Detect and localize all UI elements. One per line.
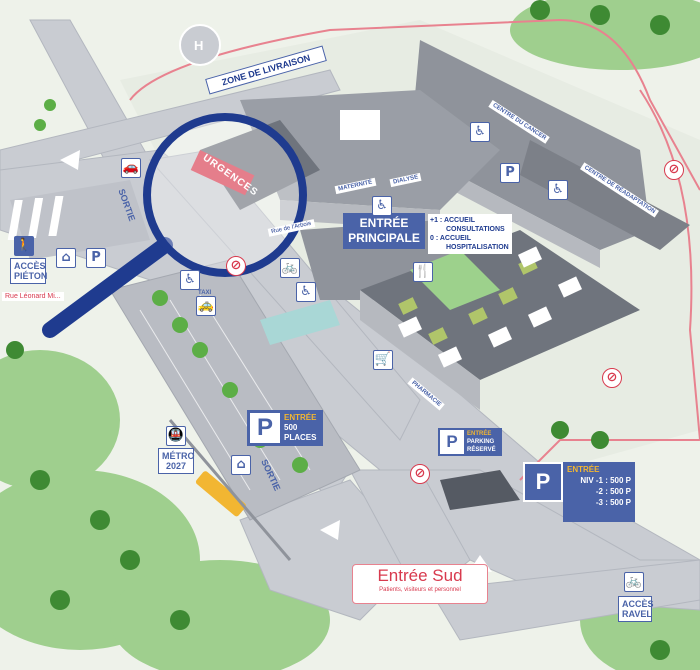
metro-line2: 2027 (165, 461, 187, 471)
parking-reserve-sign: P ENTRÉE PARKING RÉSERVÉ (438, 428, 502, 456)
parking-main-p-icon: P (250, 413, 280, 443)
magnifier-icon (42, 113, 307, 338)
restaurant-icon: 🍴 (413, 262, 433, 282)
parking-main-line1: ENTRÉE (284, 413, 317, 422)
parking-icon-small: P (86, 248, 106, 268)
metro-sign: MÉTRO 2027 (158, 448, 195, 474)
entree-principale-sign: ENTRÉE PRINCIPALE (343, 213, 425, 249)
metro-line1: MÉTRO (162, 451, 195, 461)
entree-principale-line2: PRINCIPALE (348, 231, 420, 245)
parking-main-sign: P ENTRÉE 500 PLACES (247, 410, 323, 446)
taxi-label: TAXI (198, 290, 212, 296)
parking-main-text: ENTRÉE 500 PLACES (284, 413, 316, 443)
info-line-4: HOSPITALISATION (446, 244, 509, 251)
toll-lanes (7, 196, 64, 240)
bicycle-icon: 🚲 (280, 258, 300, 278)
acces-ravel-line2: RAVEL (622, 609, 652, 619)
entree-principale-line1: ENTRÉE (359, 216, 409, 230)
no-entry-icon-2: ⊘ (664, 160, 684, 180)
acces-ravel-line1: ACCÈS (622, 599, 654, 609)
parking-shelter-icon: ⌂ (56, 248, 76, 268)
parking-reserve-line3: RÉSERVÉ (467, 447, 496, 453)
parking-levels-panel: ENTRÉE NIV -1 : 500 P -2 : 500 P -3 : 50… (563, 462, 635, 522)
rue-leonard-label: Rue Léonard Mi... (2, 292, 64, 301)
no-entry-icon-4: ⊘ (410, 464, 430, 484)
trees (6, 0, 670, 660)
parking-reserve-line2: PARKING (467, 439, 495, 445)
parking-level-2: -2 : 500 P (595, 487, 631, 496)
taxi-icon: 🚕 (196, 296, 216, 316)
helipad-h: H (194, 38, 203, 53)
parking-reserve-icon: P (440, 430, 464, 454)
entree-sud-title: Entrée Sud (377, 566, 463, 585)
parking-reserve-line1: ENTRÉE (467, 431, 492, 437)
accessible-icon-3: ♿ (548, 180, 568, 200)
metro-icon: 🚇 (166, 426, 186, 446)
accessible-parking-icon: ♿ (180, 270, 200, 290)
no-entry-icon-1: ⊘ (226, 256, 246, 276)
parking-level-1: NIV -1 : 500 P (580, 476, 631, 485)
pedestrian-icon: 🚶 (14, 236, 34, 256)
car-icon: 🚗 (121, 158, 141, 178)
accessible-icon-2: ♿ (372, 196, 392, 216)
metro-tram (195, 471, 246, 517)
shopping-cart-icon: 🛒 (373, 350, 393, 370)
info-line-2: CONSULTATIONS (446, 226, 505, 233)
rail-line (168, 419, 292, 561)
entree-principale-info: +1 : ACCUEIL CONSULTATIONS 0 : ACCUEIL H… (428, 214, 512, 254)
parking-levels-icon: P (523, 462, 563, 502)
parking-shelter-icon-2: ⌂ (231, 455, 251, 475)
parking-reserve-text: ENTRÉE PARKING RÉSERVÉ (467, 430, 496, 454)
acces-pieton-line2: PIÉTON (14, 271, 48, 281)
parking-main-line2: 500 (284, 423, 298, 432)
parking-levels-sign: P ENTRÉE NIV -1 : 500 P -2 : 500 P -3 : … (523, 462, 635, 522)
toll-area (10, 180, 150, 260)
parking-icon-cancer: P (500, 163, 520, 183)
parking-level-3: -3 : 500 P (595, 498, 631, 507)
parking-levels-title: ENTRÉE (567, 465, 600, 474)
accessible-icon-4: ♿ (296, 282, 316, 302)
entree-sud-subtitle: Patients, visiteurs et personnel (379, 587, 461, 593)
info-line-3: 0 : ACCUEIL (430, 235, 471, 242)
parking-main-line3: PLACES (284, 433, 317, 442)
info-line-1: +1 : ACCUEIL (430, 217, 476, 224)
helipad (179, 24, 221, 66)
accessible-icon-1: ♿ (470, 122, 490, 142)
acces-ravel-sign: ACCÈS RAVEL (618, 596, 654, 622)
bicycle-icon-ravel: 🚲 (624, 572, 644, 592)
entree-sud-sign: Entrée Sud Patients, visiteurs et person… (352, 564, 488, 604)
no-entry-icon-3: ⊘ (602, 368, 622, 388)
acces-pieton-line1: ACCÈS (14, 261, 46, 271)
acces-pieton-sign: ACCÈS PIÉTON (10, 258, 48, 284)
site-boundary (129, 18, 700, 481)
